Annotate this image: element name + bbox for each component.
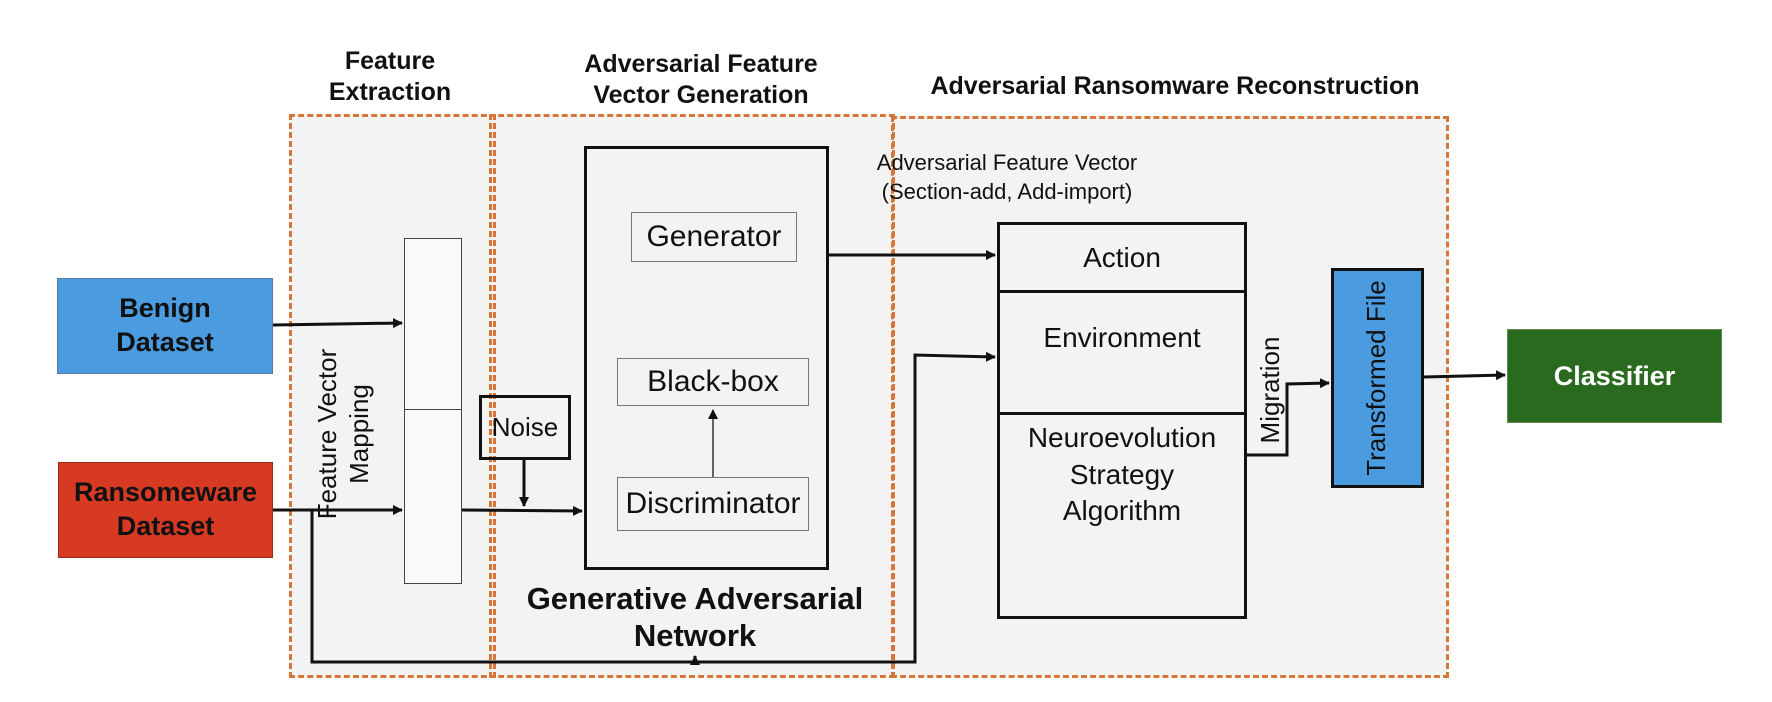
discriminator-box: Discriminator bbox=[617, 477, 809, 531]
algorithm-cell: Neuroevolution Strategy Algorithm bbox=[1027, 422, 1217, 527]
gan-container bbox=[584, 146, 829, 570]
noise-box: Noise bbox=[479, 395, 571, 460]
agent-divider-2 bbox=[997, 412, 1247, 415]
blackbox-box: Black-box bbox=[617, 358, 809, 406]
arrow-migration-to-file bbox=[1247, 378, 1330, 457]
transformed-file-box bbox=[1331, 268, 1424, 488]
feature-vector-column-divider bbox=[404, 409, 462, 410]
arrow-file-to-classifier bbox=[1423, 370, 1506, 381]
arrow-benign-to-mapping bbox=[272, 318, 403, 329]
gan-caption: Generative Adversarial Network bbox=[526, 581, 864, 654]
benign-dataset-box: Benign Dataset bbox=[57, 278, 273, 374]
environment-cell: Environment bbox=[1043, 321, 1201, 353]
generator-box: Generator bbox=[631, 212, 797, 262]
action-cell: Action bbox=[1083, 241, 1161, 273]
reconstruction-title: Adversarial Ransomware Reconstruction bbox=[930, 72, 1420, 100]
arrow-mapping-to-gan bbox=[461, 505, 583, 516]
adversarial-vector-line1: Adversarial Feature Vector bbox=[876, 150, 1138, 175]
reconstruction-region bbox=[891, 116, 1449, 678]
agent-divider-1 bbox=[997, 290, 1247, 293]
classifier-box: Classifier bbox=[1507, 329, 1722, 423]
feature-vector-column bbox=[404, 238, 462, 584]
arrow-bypass-to-environment bbox=[310, 351, 996, 664]
ransomware-dataset-box: Ransomeware Dataset bbox=[58, 462, 273, 558]
adversarial-vector-line2: (Section-add, Add-import) bbox=[881, 179, 1133, 204]
feature-extraction-title: Feature Extraction bbox=[328, 47, 452, 107]
vector-generation-title: Adversarial Feature Vector Generation bbox=[584, 50, 818, 110]
agent-block bbox=[997, 222, 1247, 619]
